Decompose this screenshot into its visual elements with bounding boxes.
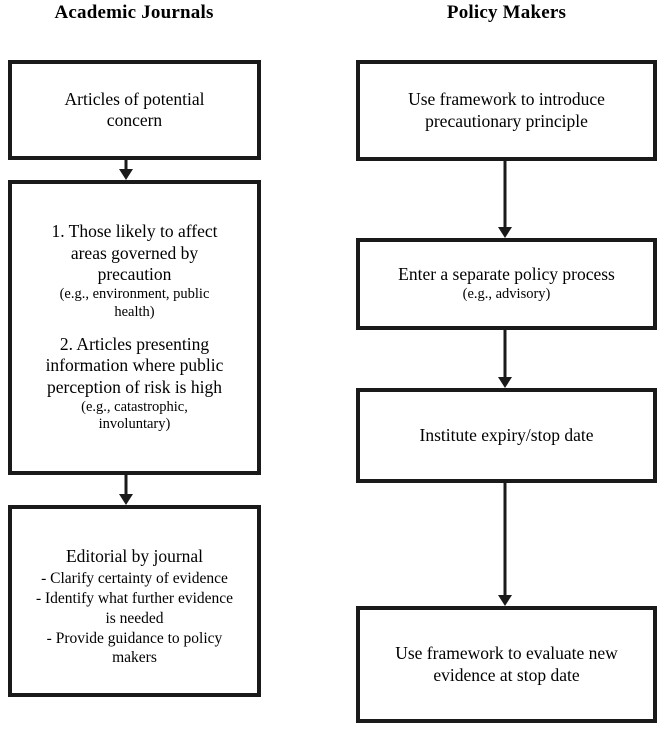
text-line: precaution — [97, 263, 172, 284]
node-evaluate-new-evidence[interactable]: Use framework to evaluate new evidence a… — [356, 606, 657, 723]
text-line: Editorial by journal — [65, 545, 204, 566]
node-text-block: Enter a separate policy process — [398, 264, 615, 285]
node-introduce-precautionary-principle[interactable]: Use framework to introduce precautionary… — [356, 60, 657, 161]
bullet-item-cont: is needed — [105, 609, 164, 627]
node-text-block-sub: (e.g., environment, public health) — [60, 286, 210, 321]
node-articles-of-potential-concern[interactable]: Articles of potential concern — [8, 60, 261, 160]
column-title-policy-makers: Policy Makers — [446, 2, 567, 23]
node-selection-criteria[interactable]: 1. Those likely to affect areas governed… — [8, 180, 261, 475]
text-line: Use framework to evaluate new — [395, 643, 618, 664]
bullet-item: - Identify what further evidence — [35, 589, 234, 607]
text-line: health) — [114, 303, 155, 320]
text-line: (e.g., advisory) — [462, 286, 551, 303]
text-line: precautionary principle — [425, 110, 588, 131]
node-text-block: Use framework to evaluate new evidence a… — [395, 643, 618, 686]
text-line: evidence at stop date — [433, 664, 580, 685]
text-line: (e.g., catastrophic, — [81, 399, 188, 416]
node-text-block: 2. Articles presenting information where… — [46, 334, 224, 398]
text-line: Articles of potential — [64, 88, 205, 109]
node-text-block-sub: (e.g., catastrophic, involuntary) — [81, 399, 188, 434]
column-title-academic-journals: Academic Journals — [54, 2, 214, 23]
text-line: information where public — [45, 355, 224, 376]
text-line: involuntary) — [98, 416, 171, 433]
node-text-block-sub: (e.g., advisory) — [463, 286, 551, 303]
node-text-block: Articles of potential concern — [65, 89, 205, 132]
text-line: Use framework to introduce — [408, 89, 605, 110]
text-line: areas governed by — [70, 242, 199, 263]
node-bullet-list: - Clarify certainty of evidence - Identi… — [36, 569, 233, 668]
bullet-item: - Provide guidance to policy — [46, 629, 223, 647]
node-text-block: Use framework to introduce precautionary… — [408, 89, 605, 132]
text-line: (e.g., environment, public — [59, 286, 210, 303]
node-text-block: Editorial by journal — [66, 546, 203, 567]
node-separate-policy-process[interactable]: Enter a separate policy process (e.g., a… — [356, 238, 657, 330]
node-institute-expiry-stop-date[interactable]: Institute expiry/stop date — [356, 388, 657, 483]
node-text-block: 1. Those likely to affect areas governed… — [51, 221, 217, 285]
text-line: 2. Articles presenting — [59, 334, 210, 354]
bullet-item-cont: makers — [112, 649, 157, 667]
text-line: Institute expiry/stop date — [419, 424, 594, 445]
node-text-block: Institute expiry/stop date — [420, 425, 594, 446]
node-editorial-by-journal[interactable]: Editorial by journal - Clarify certainty… — [8, 505, 261, 697]
text-line: perception of risk is high — [47, 376, 222, 397]
text-line: 1. Those likely to affect — [51, 221, 218, 242]
text-line: Enter a separate policy process — [398, 264, 615, 285]
bullet-item: - Clarify certainty of evidence — [41, 570, 228, 588]
text-line: concern — [106, 110, 163, 130]
